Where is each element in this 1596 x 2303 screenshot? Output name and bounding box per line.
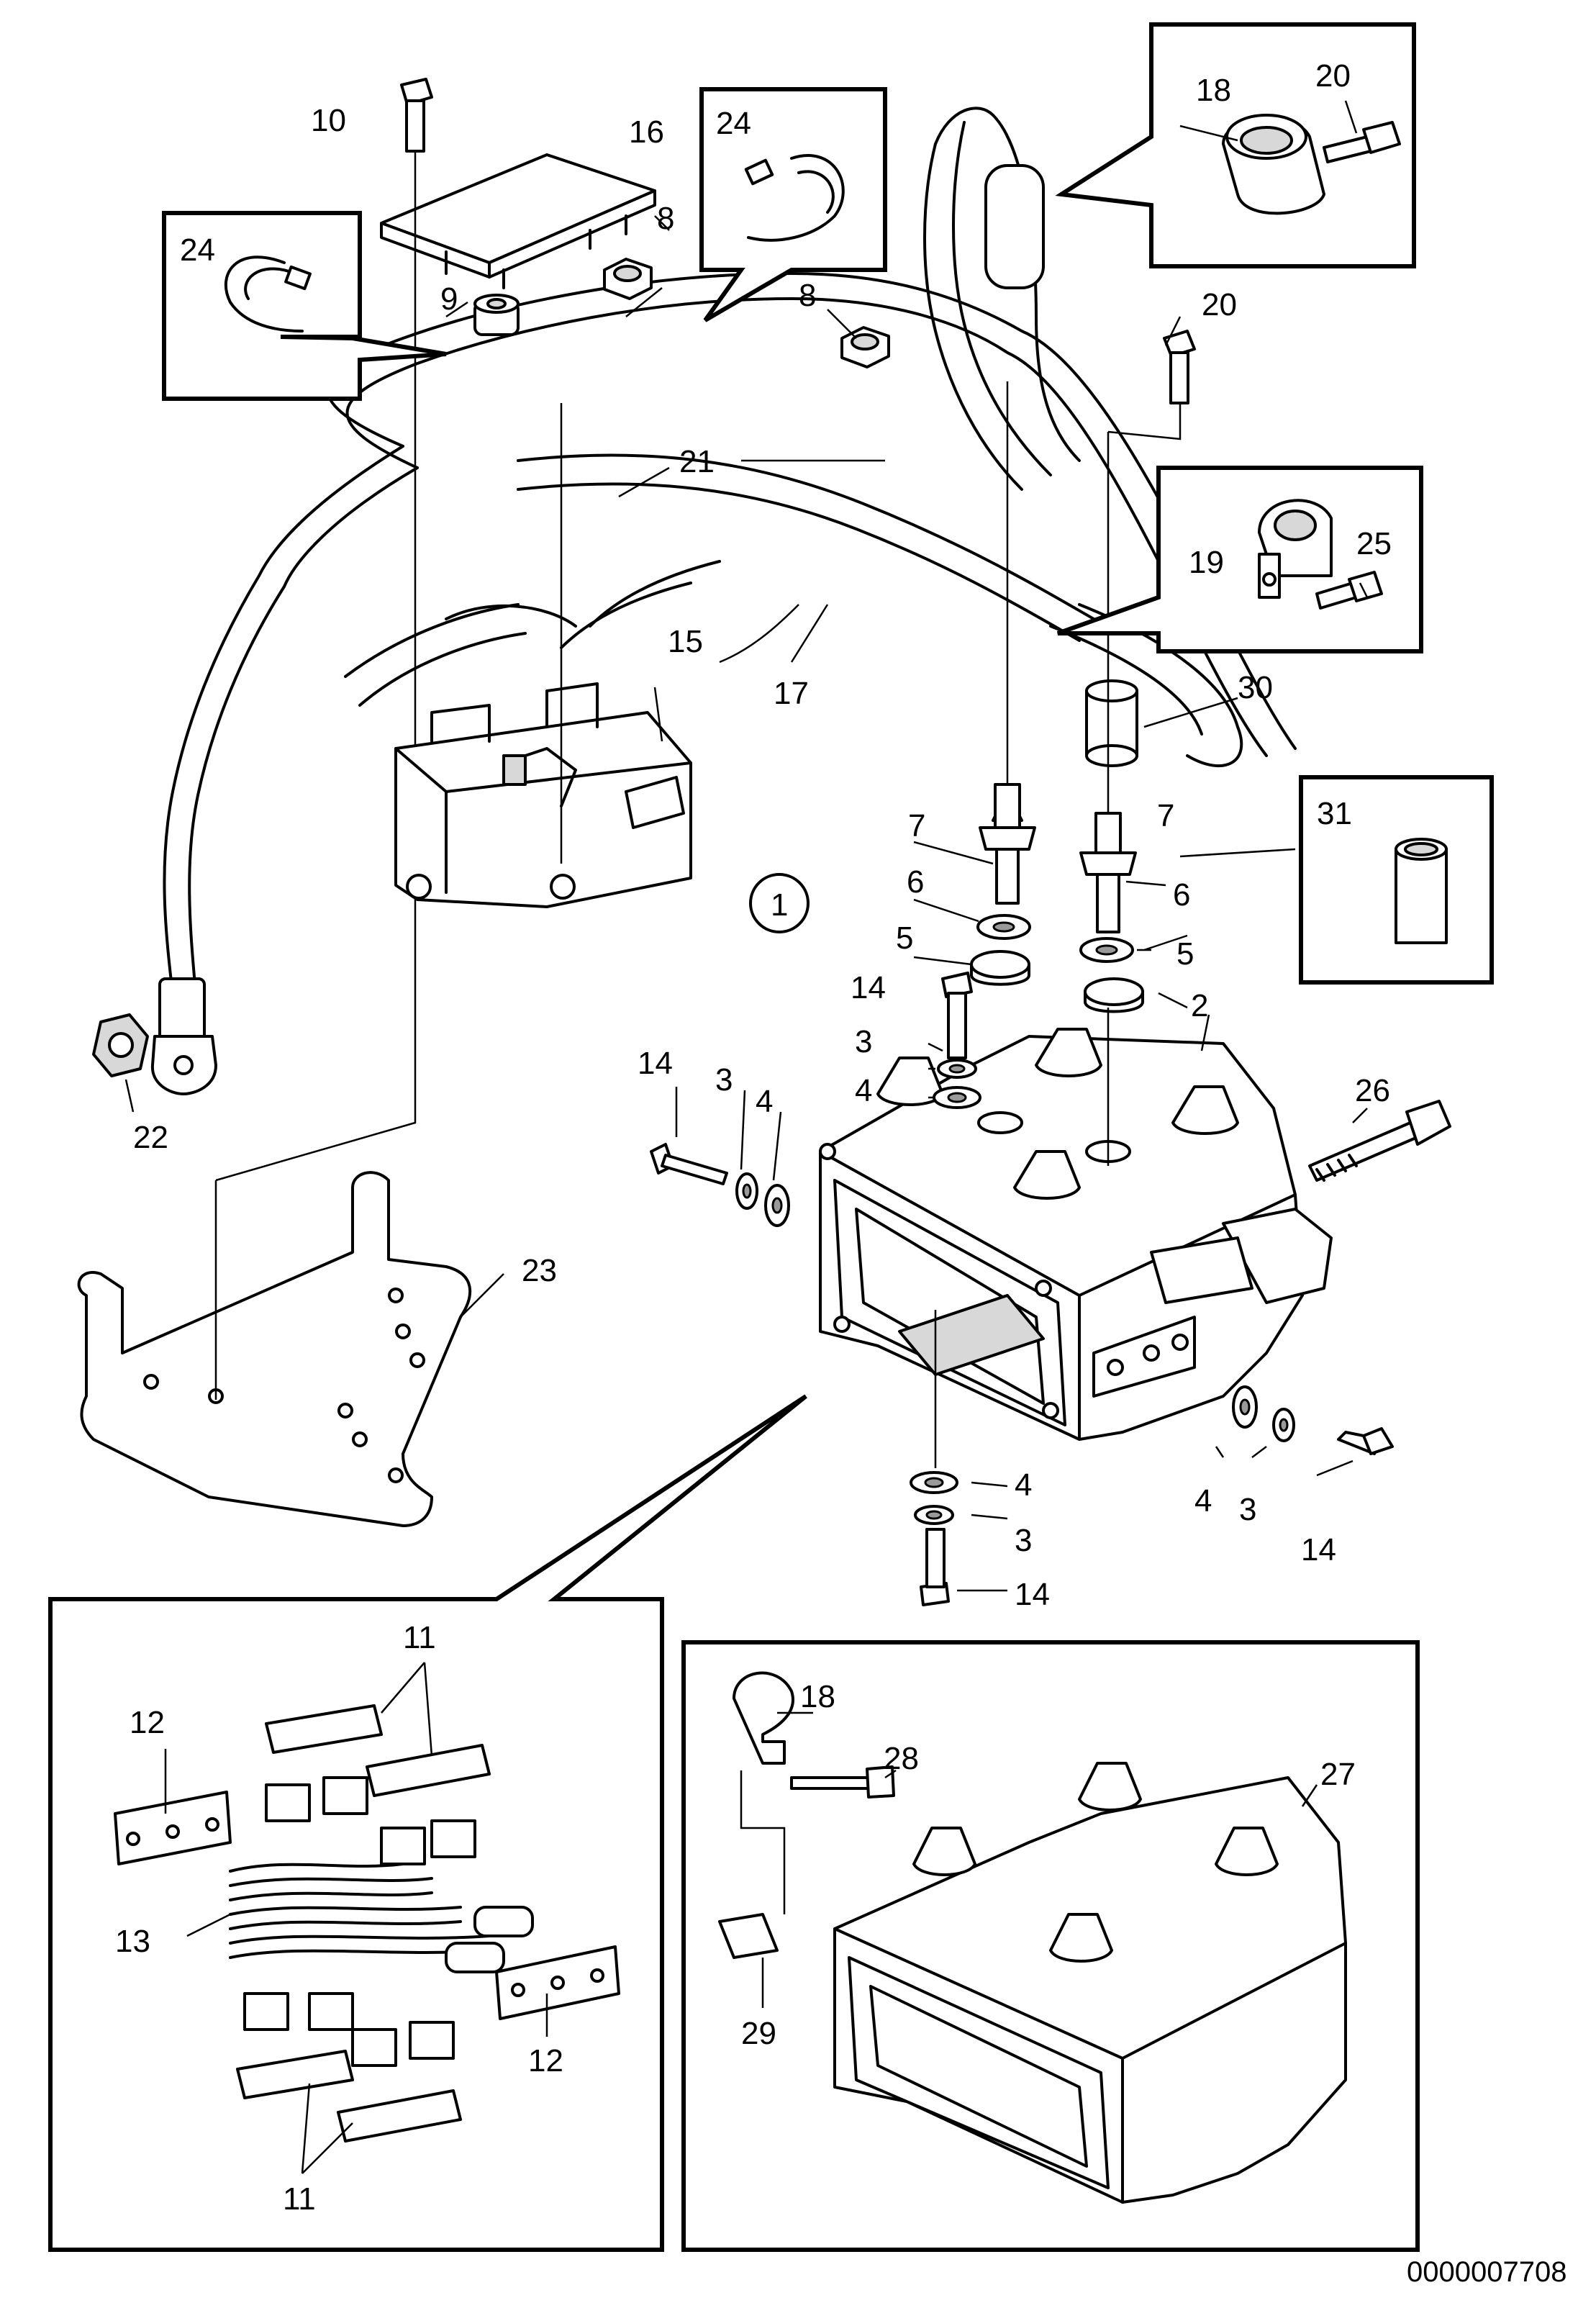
callout-10: 10 — [311, 103, 346, 138]
callout-24: 24 — [180, 232, 215, 268]
callout-13: 13 — [115, 1924, 150, 1959]
inset-housing-variant — [681, 1640, 1420, 2252]
stud-7 — [979, 783, 1137, 933]
callout-24: 24 — [716, 106, 751, 141]
callout-22: 22 — [133, 1120, 168, 1155]
callout-20: 20 — [1315, 58, 1351, 94]
callout-1: 1 — [771, 887, 788, 923]
callout-labels: 1 2 3 4 5 5 6 6 7 7 8 8 9 10 11 11 12 12… — [115, 58, 1392, 2217]
callout-5: 5 — [896, 920, 913, 956]
callout-26: 26 — [1355, 1073, 1390, 1108]
callout-16: 16 — [629, 114, 664, 150]
callout-6: 6 — [1173, 877, 1190, 913]
callout-18: 18 — [800, 1679, 835, 1714]
callout-3: 3 — [855, 1024, 872, 1059]
callout-29: 29 — [741, 2016, 776, 2051]
callout-14: 14 — [638, 1046, 673, 1081]
nut-8 — [603, 258, 890, 368]
gearbox-housing — [819, 1028, 1333, 1441]
wiring-harness — [163, 107, 1297, 995]
callout-7: 7 — [908, 808, 925, 843]
callout-12: 12 — [528, 2043, 563, 2078]
relay-box — [394, 682, 692, 908]
callout-17: 17 — [774, 676, 809, 711]
relay-cover — [380, 153, 656, 289]
spacer-30 — [1085, 679, 1138, 767]
callout-18: 18 — [1196, 73, 1231, 108]
washer-9 — [473, 294, 520, 336]
callout-14: 14 — [1015, 1577, 1050, 1612]
callout-27: 27 — [1320, 1757, 1356, 1792]
callout-3: 3 — [1239, 1492, 1256, 1527]
washer-3 — [735, 1059, 1295, 1525]
inset-cable-tie-right — [699, 87, 887, 322]
callout-4: 4 — [1015, 1467, 1032, 1503]
callout-leaders — [124, 100, 1369, 2037]
callout-11: 11 — [403, 1620, 436, 1655]
callout-2: 2 — [1191, 988, 1208, 1023]
callout-14: 14 — [1301, 1532, 1336, 1567]
callout-9: 9 — [440, 281, 458, 317]
inset-busbar-detail — [48, 1394, 807, 2252]
ground-cable — [92, 977, 217, 1095]
callout-15: 15 — [668, 624, 703, 659]
inset-cable-tie-left — [162, 211, 447, 401]
callout-3: 3 — [1015, 1523, 1032, 1558]
callout-23: 23 — [522, 1253, 557, 1288]
callout-21: 21 — [679, 444, 715, 479]
callout-6: 6 — [907, 864, 924, 900]
bolt-14 — [650, 972, 1394, 1606]
callout-19: 19 — [1189, 545, 1224, 580]
callout-4: 4 — [756, 1084, 773, 1119]
callout-8: 8 — [799, 278, 816, 313]
callout-3: 3 — [715, 1062, 733, 1098]
callout-30: 30 — [1238, 670, 1273, 705]
drawing-number: 0000007708 — [1407, 2256, 1566, 2288]
callout-12: 12 — [130, 1705, 165, 1740]
callout-4: 4 — [1194, 1483, 1212, 1519]
callout-25: 25 — [1356, 526, 1392, 561]
callout-8: 8 — [657, 201, 674, 236]
washer-6 — [976, 914, 1134, 963]
callout-14: 14 — [851, 970, 886, 1005]
mounting-bracket — [77, 1171, 471, 1527]
callout-11: 11 — [283, 2181, 316, 2217]
inset-bushing-31 — [1299, 775, 1494, 985]
callout-4: 4 — [855, 1073, 872, 1108]
callout-5: 5 — [1176, 936, 1194, 972]
callout-circle-1 — [749, 873, 810, 933]
callout-28: 28 — [884, 1741, 919, 1776]
callout-7: 7 — [1157, 798, 1174, 833]
inset-clamp-18 — [1055, 22, 1416, 268]
seal-5 — [970, 950, 1144, 1013]
inset-clamp-19 — [1056, 466, 1423, 653]
bolt-10 — [215, 78, 433, 1182]
bolt-26 — [1308, 1100, 1451, 1182]
bolt-20 — [1163, 330, 1196, 404]
callout-20: 20 — [1202, 287, 1237, 322]
callout-31: 31 — [1317, 796, 1352, 831]
